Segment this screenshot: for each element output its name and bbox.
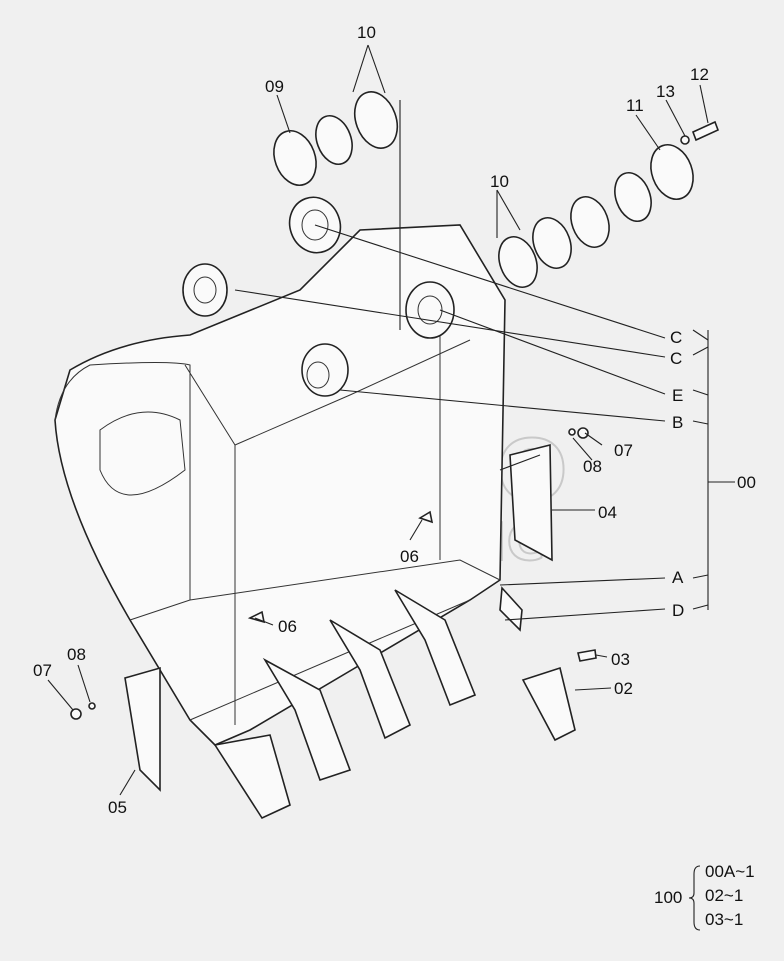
- side-cutters: [124, 443, 553, 792]
- callout-A: A: [672, 568, 684, 587]
- callout-06-center: 06: [400, 547, 419, 566]
- legend-group: 100: [654, 888, 682, 907]
- callout-D: D: [672, 601, 684, 620]
- exploded-parts: [70, 91, 720, 742]
- callout-08-right: 08: [583, 457, 602, 476]
- callout-08-left: 08: [67, 645, 86, 664]
- pin-bosses: [182, 196, 455, 397]
- callout-13: 13: [656, 82, 675, 101]
- callout-C-1: C: [670, 328, 682, 347]
- callout-C-2: C: [670, 349, 682, 368]
- callout-04: 04: [598, 503, 617, 522]
- legend: 100 00A~1 02~1 03~1: [654, 862, 755, 931]
- callout-B: B: [672, 413, 683, 432]
- callout-10-top: 10: [357, 23, 376, 42]
- callout-03: 03: [611, 650, 630, 669]
- callouts: 10 09 12 13 11 10 C C E B 07 08 00 04 06…: [33, 23, 756, 817]
- callout-02: 02: [614, 679, 633, 698]
- callout-09: 09: [265, 77, 284, 96]
- callout-10-right: 10: [490, 172, 509, 191]
- legend-item-3: 03~1: [705, 910, 743, 929]
- callout-E: E: [672, 386, 683, 405]
- callout-06-lower: 06: [278, 617, 297, 636]
- callout-12: 12: [690, 65, 709, 84]
- callout-11: 11: [626, 96, 644, 115]
- leader-lines: [47, 44, 735, 796]
- bucket-teeth: [213, 589, 477, 820]
- callout-07-left: 07: [33, 661, 52, 680]
- bucket-body: [54, 224, 506, 746]
- callout-05: 05: [108, 798, 127, 817]
- legend-item-1: 00A~1: [705, 862, 755, 881]
- callout-00: 00: [737, 473, 756, 492]
- callout-07-right: 07: [614, 441, 633, 460]
- legend-item-2: 02~1: [705, 886, 743, 905]
